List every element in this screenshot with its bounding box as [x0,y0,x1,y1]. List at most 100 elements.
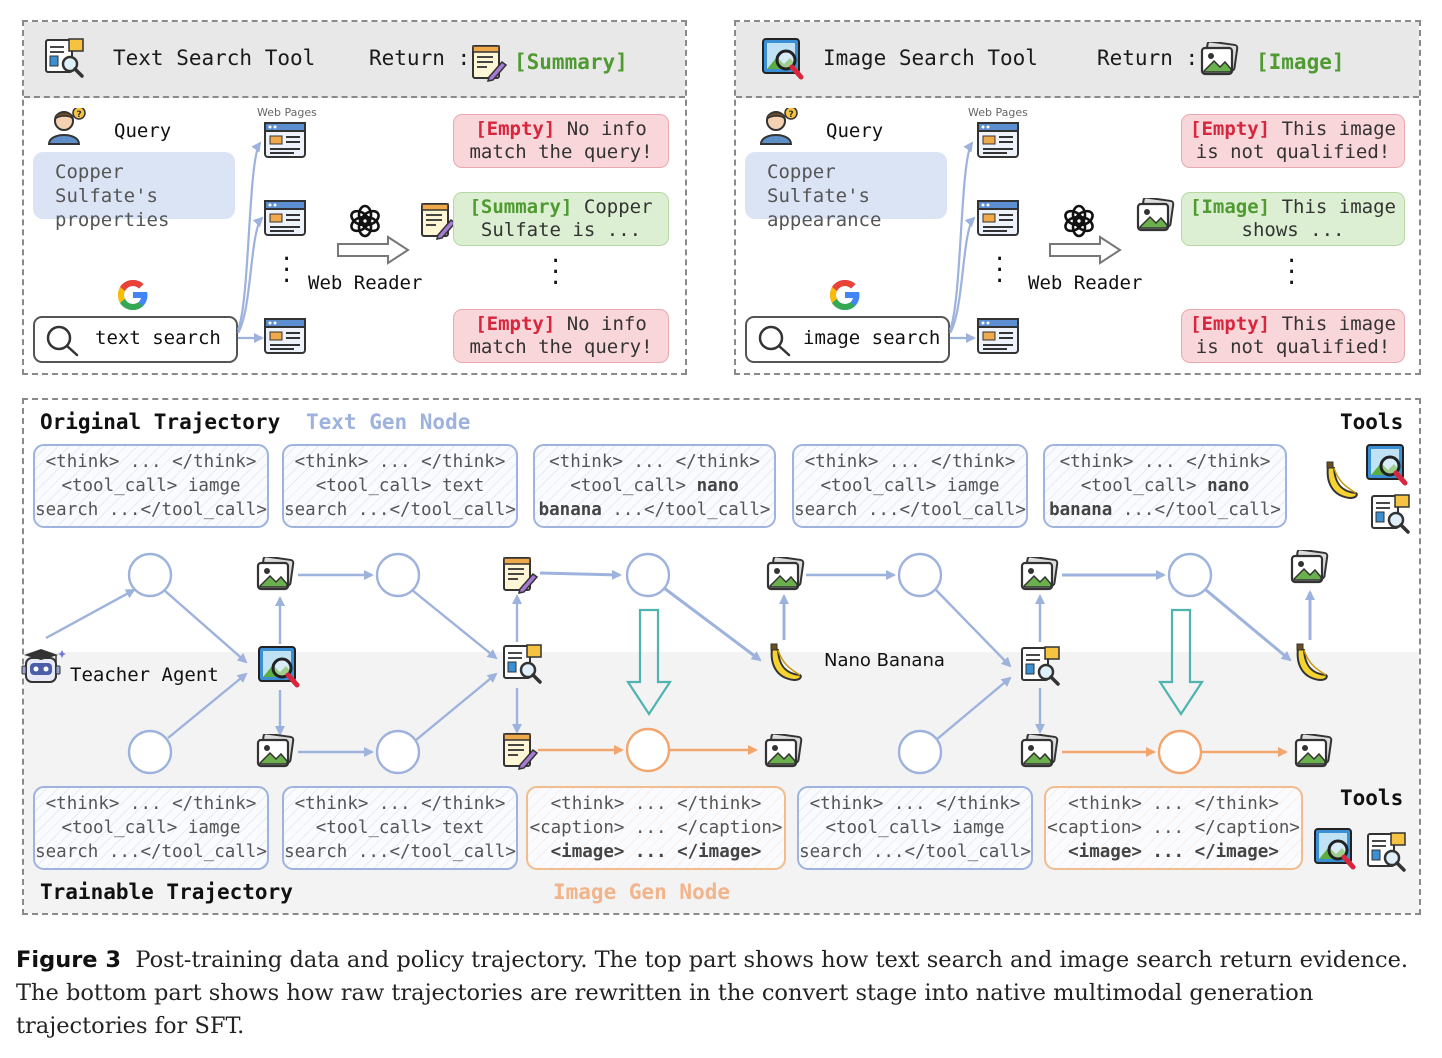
step-line: <think> ... </think> [1059,452,1271,472]
node [375,729,421,775]
step-line: <think> ... </think> [550,794,762,814]
step-line: search ...</tool_call> [35,842,267,862]
step-line: <think> ... </think> [549,452,760,472]
result-text: Copper Sulfate is ... [480,196,653,241]
text-gen-node-label: Text Gen Node [306,410,471,434]
result-text: No info match the query! [469,118,653,163]
step-line: search ...</tool_call> [799,842,1031,862]
edge [411,589,498,660]
text-search-input[interactable]: text search [33,316,238,363]
edge [415,672,498,741]
step-bold: banana [538,500,602,520]
result-note: [Image] This image shows ... [1181,192,1405,246]
trajectory-graph [45,552,1315,775]
step-line: <tool_call> iamge [61,476,241,496]
node [1167,552,1213,598]
search-icon [758,325,791,357]
original-step-box: <think> ... </think> <tool_call> nano ba… [533,444,776,528]
step-line: ...</tool_call> [1112,500,1281,520]
trainable-step-box: <think> ... </think> <tool_call> iamge s… [797,786,1033,870]
arrow-right-icon [337,235,410,265]
step-line: <think> ... </think> [45,794,257,814]
step-line: <think> ... </think> [294,452,506,472]
image-search-panel [734,20,1421,375]
image-icon [766,557,805,591]
nano-banana-label: Nano Banana [824,650,945,671]
result-text: No info match the query! [469,313,653,358]
step-bold: nano [1207,476,1250,496]
result-tag: [Empty] [1190,313,1271,335]
text-search-header [24,22,685,98]
text-search-icon [502,644,543,684]
result-tag: [Empty] [475,118,556,140]
step-line: <tool_call> text [315,818,485,838]
summary-icon [503,733,538,770]
trainable-trajectory-title: Trainable Trajectory [40,880,293,904]
result-note: [Empty] This image is not qualified! [1181,114,1405,168]
result-text: This image is not qualified! [1195,313,1396,358]
edge [167,672,248,739]
image-search-icon [1314,828,1358,872]
banana-icon [1296,643,1328,681]
search-text: text search [95,327,221,349]
tools-label: Tools [1340,786,1404,810]
link-arrow [948,141,974,331]
node [625,552,671,598]
edge [935,589,1012,668]
original-step-box: <think> ... </think> <tool_call> iamge s… [33,444,269,528]
search-icon [46,325,79,357]
step-line: <caption> ... </caption> [1047,818,1300,838]
original-step-box: <think> ... </think> <tool_call> text se… [282,444,518,528]
image-search-header [736,22,1419,98]
step-line: <tool_call> [1080,476,1208,496]
image-icon [1020,557,1059,591]
result-note: [Summary] Copper Sulfate is ... [453,192,669,246]
step-line: <think> ... </think> [804,452,1016,472]
figure-caption: Figure 3 Post-training data and policy t… [16,944,1428,1043]
step-line: <tool_call> iamge [61,818,241,838]
query-box: Copper Sulfate's appearance [745,152,947,231]
original-trajectory-title: Original Trajectory [40,410,281,434]
step-bold: nano [696,476,739,496]
figure-label: Figure 3 [16,947,122,973]
result-tag: [Empty] [475,313,556,335]
step-line: <tool_call> text [315,476,485,496]
step-line: <tool_call> iamge [820,476,1000,496]
banana-icon [770,643,802,681]
link-arrow [237,216,264,334]
step-line: <think> ... </think> [294,794,506,814]
step-line: <image> ... </image> [550,842,762,862]
result-note: [Empty] This image is not qualified! [1181,309,1405,363]
top-connectors [236,141,976,343]
edge [539,569,622,580]
node [375,552,421,598]
edge [163,589,248,664]
trainable-step-box: <think> ... </think> <caption> ... </cap… [526,786,786,870]
node [127,729,173,775]
image-search-input[interactable]: image search [745,316,950,363]
image-icon [1294,734,1333,768]
trainable-step-box: <think> ... </think> <tool_call> iamge s… [33,786,269,870]
node [1157,729,1203,775]
result-note: [Empty] No info match the query! [453,309,669,363]
step-line: <tool_call> [570,476,697,496]
image-icon [764,734,803,768]
image-icon [1020,734,1059,768]
step-line: <caption> ... </caption> [529,818,783,838]
query-box: Copper Sulfate's properties [33,152,235,231]
step-line: <think> ... </think> [1068,794,1279,814]
image-icon [256,557,295,591]
arrow-right-icon [1049,235,1122,265]
text-search-icon [1366,832,1407,872]
caption-text: Post-training data and policy trajectory… [16,947,1409,1039]
text-search-panel [22,20,687,375]
teacher-agent-label: Teacher Agent [70,664,219,686]
step-line: search ...</tool_call> [794,500,1026,520]
node [897,729,943,775]
image-search-tool-title: Image Search Tool [823,46,1038,70]
node [897,552,943,598]
trainable-step-box: <think> ... </think> <caption> ... </cap… [1044,786,1303,870]
text-search-icon [1020,646,1061,686]
tools-label: Tools [1340,410,1404,434]
text-search-tool-title: Text Search Tool [113,46,316,70]
